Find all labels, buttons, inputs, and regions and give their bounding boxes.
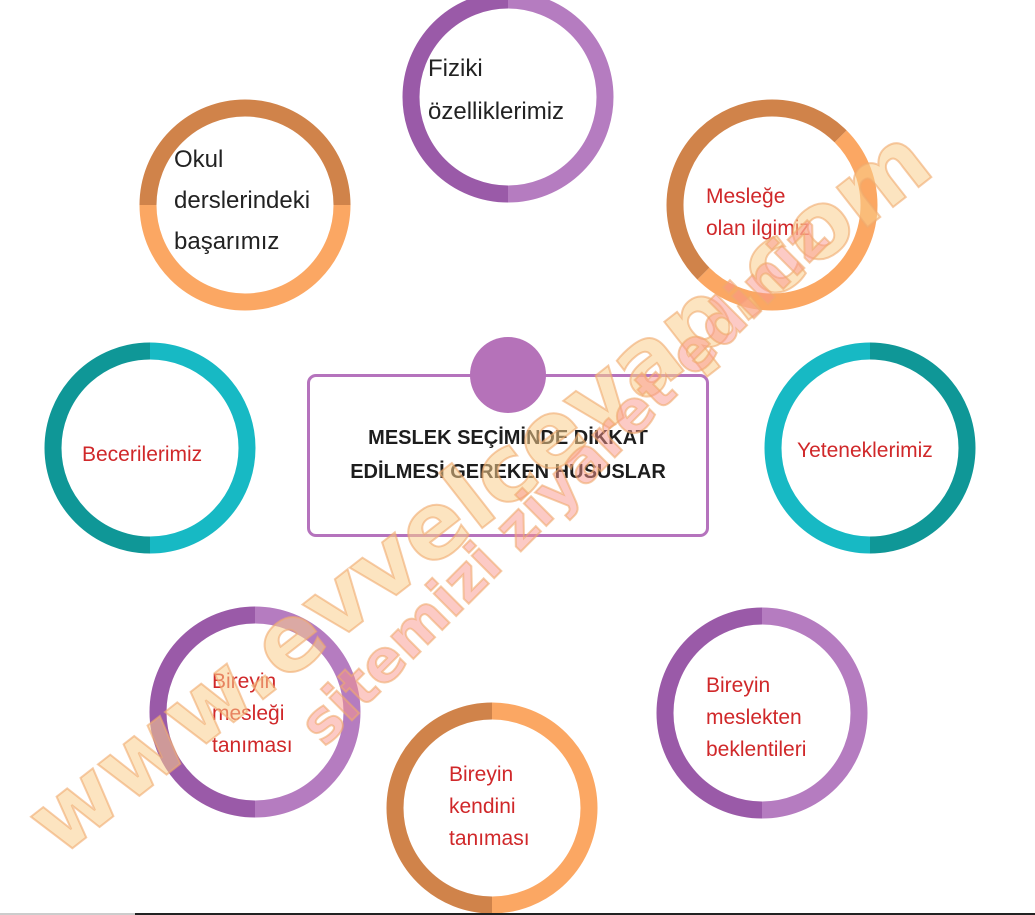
node-label: tanıması: [212, 734, 293, 757]
node-label: Becerilerimiz: [82, 443, 203, 466]
ring-half-light: [254, 606, 361, 818]
center-title-line: MESLEK SEÇİMİNDE DİKKAT: [368, 427, 648, 449]
ring-half-dark: [149, 606, 256, 818]
node-label: Mesleğe: [706, 185, 786, 208]
ring-half-dark: [402, 0, 509, 203]
ring-half-dark: [666, 99, 847, 280]
node-label: mesleği: [212, 702, 285, 725]
bottom-divider-gray: [0, 913, 135, 915]
ring-half-light: [139, 204, 351, 311]
ring-orange: [666, 99, 878, 311]
ring-half-dark: [386, 702, 493, 914]
node-label: Okul: [174, 146, 224, 173]
ring-half-light: [764, 342, 871, 554]
node-label: özelliklerimiz: [428, 98, 565, 125]
bottom-divider: [135, 913, 1035, 915]
node-label: Fiziki: [428, 55, 483, 82]
ring-half-dark: [139, 99, 351, 206]
ring-half-dark: [44, 342, 151, 554]
ring-orange: [139, 99, 351, 311]
center-title: MESLEK SEÇİMİNDE DİKKAT EDİLMESİ GEREKEN…: [310, 421, 706, 489]
node-label: Yeteneklerimiz: [797, 439, 933, 462]
ring-orange: [386, 702, 598, 914]
node-becerilerimiz: Becerilerimiz: [44, 342, 256, 554]
ring-teal: [764, 342, 976, 554]
node-label: Bireyin: [212, 670, 277, 693]
node-meslekten-beklentiler: Bireyin meslekten beklentileri: [656, 607, 868, 819]
node-label: Bireyin: [706, 674, 771, 697]
center-title-line: EDİLMESİ GEREKEN HUSUSLAR: [350, 461, 666, 483]
node-label: derslerindeki: [174, 187, 311, 214]
ring-half-light: [149, 342, 256, 554]
node-okul-basarisi: Okul derslerindeki başarımız: [139, 99, 351, 311]
ring-teal: [44, 342, 256, 554]
node-label: tanıması: [449, 827, 530, 850]
node-label: Bireyin: [449, 763, 514, 786]
center-title-box: MESLEK SEÇİMİNDE DİKKAT EDİLMESİ GEREKEN…: [307, 374, 709, 537]
node-label: olan ilgimiz: [706, 217, 810, 240]
ring-purple: [656, 607, 868, 819]
node-yeteneklerimiz: Yeteneklerimiz: [764, 342, 976, 554]
center-purple-dot: [470, 337, 546, 413]
node-label: kendini: [449, 795, 516, 818]
node-meslege-ilgi: Mesleğe olan ilgimiz: [666, 99, 878, 311]
node-fiziki-ozellikler: Fiziki özelliklerimiz: [402, 0, 614, 203]
ring-half-dark: [869, 342, 976, 554]
ring-half-light: [507, 0, 614, 203]
node-kendini-tanima: Bireyin kendini tanıması: [386, 702, 598, 914]
node-label: beklentileri: [706, 738, 807, 761]
ring-half-light: [697, 130, 878, 311]
node-label: meslekten: [706, 706, 802, 729]
ring-half-light: [491, 702, 598, 914]
node-meslegi-tanima: Bireyin mesleği tanıması: [149, 606, 361, 818]
ring-half-light: [761, 607, 868, 819]
node-label: başarımız: [174, 228, 280, 255]
ring-purple: [402, 0, 614, 203]
ring-purple: [149, 606, 361, 818]
ring-half-dark: [656, 607, 763, 819]
